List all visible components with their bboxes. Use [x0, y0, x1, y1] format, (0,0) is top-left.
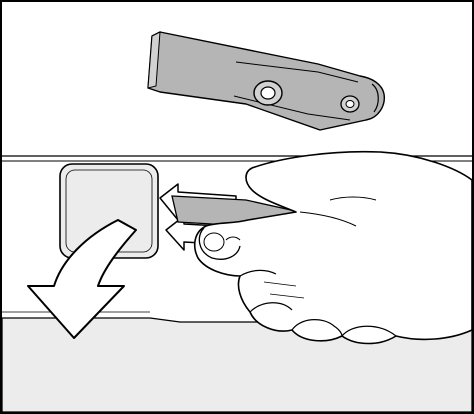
illustration-canvas — [0, 0, 474, 414]
instruction-illustration — [0, 0, 474, 414]
